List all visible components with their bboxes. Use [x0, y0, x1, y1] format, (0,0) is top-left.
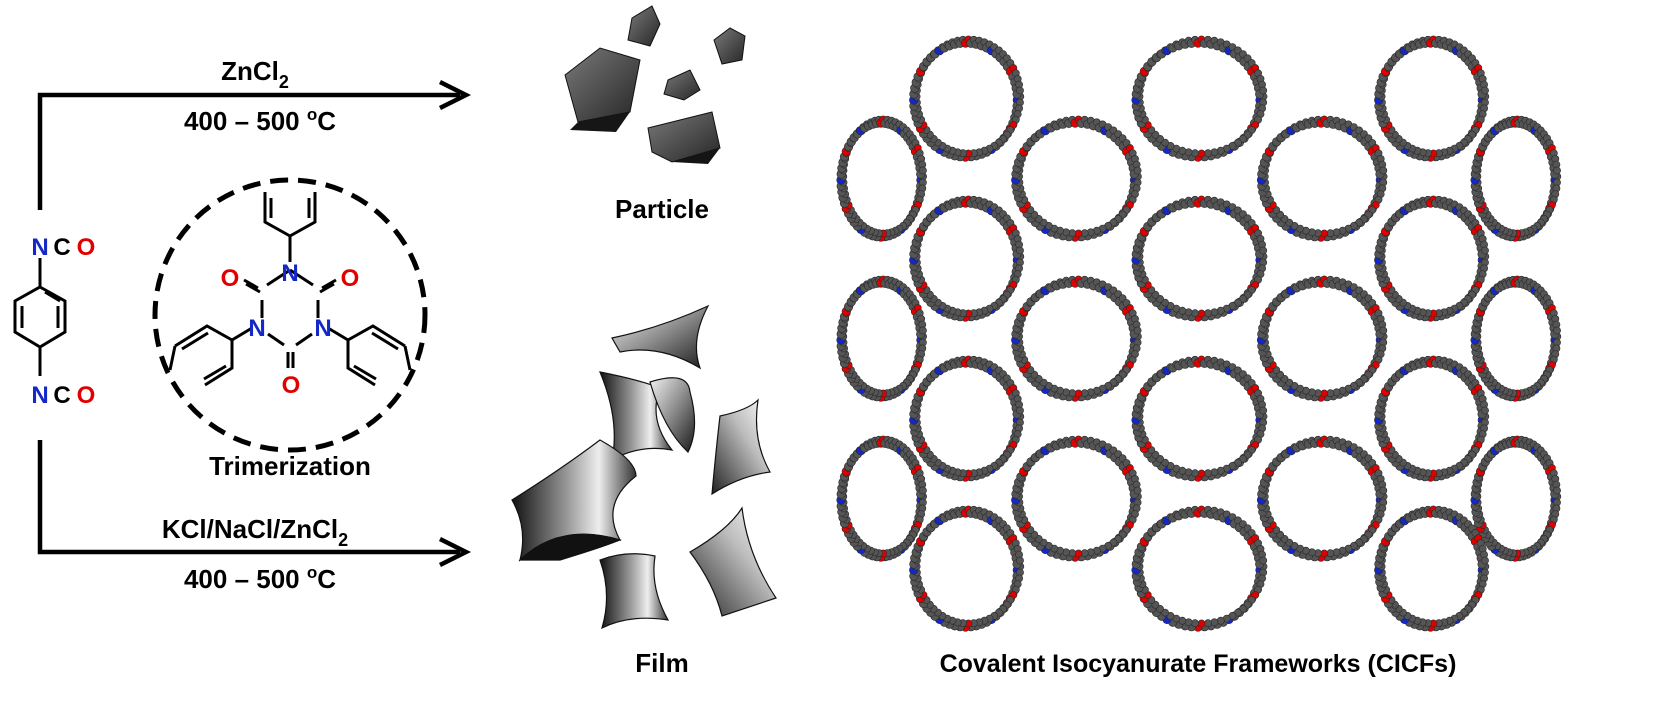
top-reagent-label: ZnCl2: [221, 56, 289, 92]
film-label: Film: [635, 648, 688, 678]
top-isocyanate-o: O: [77, 234, 96, 261]
top-temperature-label: 400 – 500 oC: [184, 105, 336, 136]
bottom-reaction-arrow: [37, 440, 472, 568]
top-isocyanate-c: C: [53, 234, 70, 261]
top-reaction-arrow: [37, 79, 472, 210]
trimer-o-bottom: O: [282, 372, 301, 399]
particle-label: Particle: [615, 194, 709, 224]
trimer-o-right: O: [341, 265, 360, 292]
bottom-reagent-label: KCl/NaCl/ZnCl2: [162, 514, 348, 550]
particle-illustration: [564, 5, 746, 164]
bottom-isocyanate-c: C: [53, 382, 70, 409]
trimerization-circle: N N N O O O: [152, 177, 428, 453]
film-illustration: [511, 304, 777, 630]
trimer-n-left: N: [248, 315, 265, 342]
trimer-n-right: N: [314, 315, 331, 342]
top-isocyanate-n: N: [31, 234, 48, 261]
framework-caption: Covalent Isocyanurate Frameworks (CICFs): [940, 650, 1457, 678]
cicf-framework-model: [836, 35, 1562, 632]
trimerization-label: Trimerization: [209, 451, 371, 481]
monomer-structure: N C O N C O: [13, 234, 96, 409]
bottom-temperature-label: 400 – 500 oC: [184, 563, 336, 594]
trimer-n-top: N: [281, 260, 298, 287]
trimer-o-left: O: [221, 265, 240, 292]
bottom-isocyanate-o: O: [77, 382, 96, 409]
bottom-isocyanate-n: N: [31, 382, 48, 409]
